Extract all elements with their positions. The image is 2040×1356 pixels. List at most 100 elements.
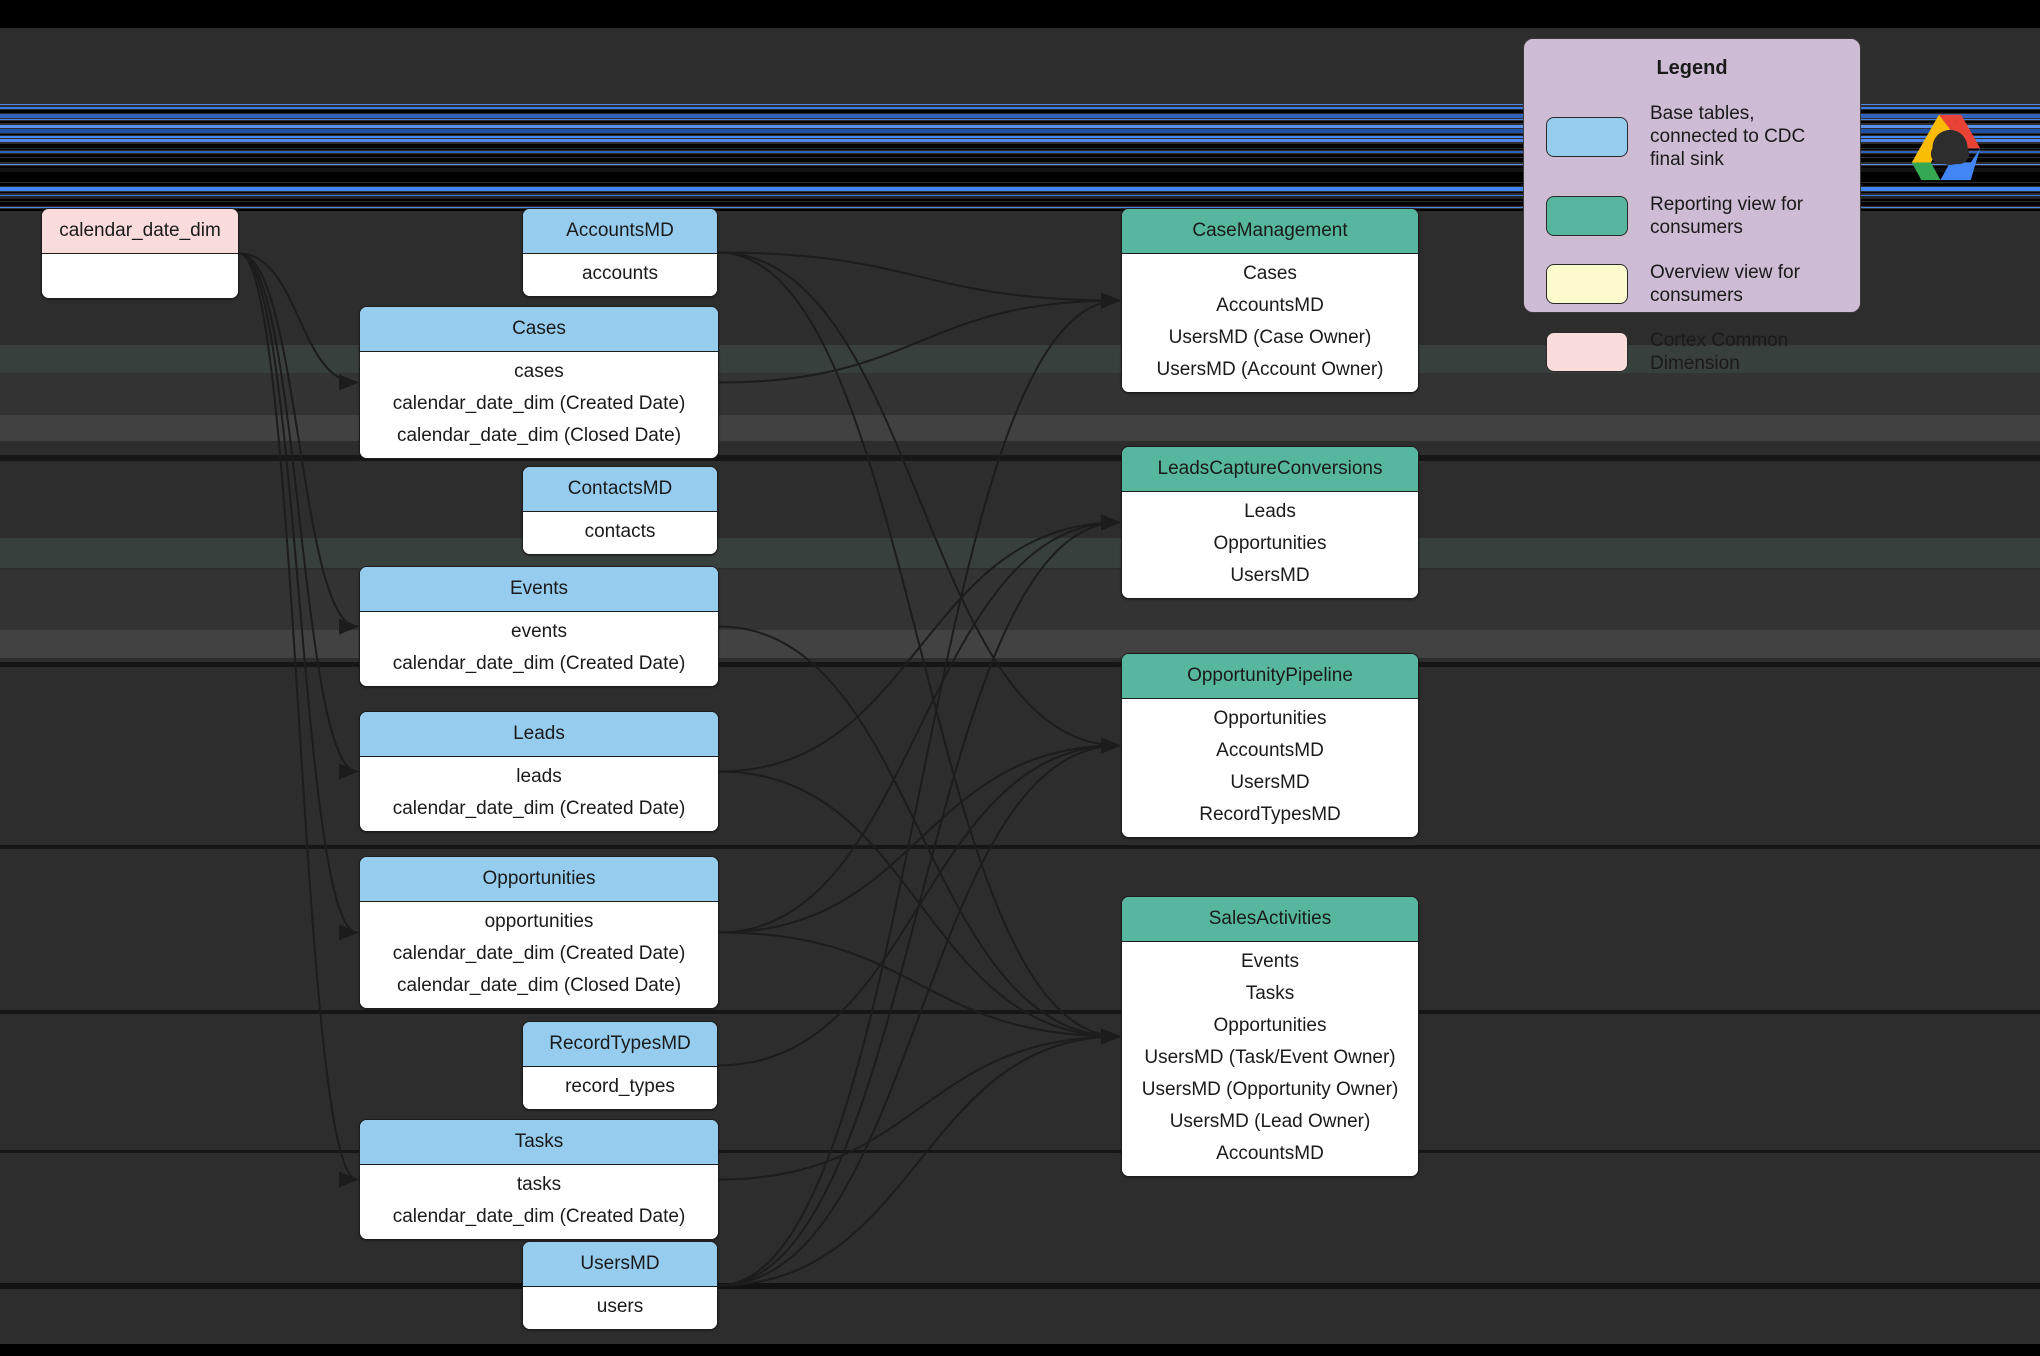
legend-swatch	[1546, 332, 1628, 372]
artifact-band	[0, 209, 2040, 211]
node-row: AccountsMD	[1216, 740, 1324, 761]
legend-swatch	[1546, 196, 1628, 236]
artifact-band	[0, 121, 2040, 123]
legend-item: Reporting view for consumers	[1546, 193, 1838, 239]
node-calendar_date_dim[interactable]: calendar_date_dim	[41, 208, 239, 299]
node-rows: accounts	[523, 254, 717, 296]
artifact-band	[0, 136, 2040, 138]
node-row: accounts	[581, 263, 659, 284]
legend-swatch	[1546, 264, 1628, 304]
node-row: AccountsMD	[1216, 1143, 1324, 1164]
node-contactsmd[interactable]: ContactsMD contacts	[522, 466, 718, 555]
node-rows: users	[523, 1287, 717, 1329]
artifact-band	[0, 144, 2040, 148]
node-row: opportunities	[484, 911, 594, 932]
node-row: UsersMD (Lead Owner)	[1169, 1111, 1371, 1132]
node-title: CaseManagement	[1122, 209, 1418, 254]
artifact-band	[0, 187, 2040, 191]
artifact-band	[0, 1010, 2040, 1014]
artifact-band	[0, 168, 2040, 172]
node-title: ContactsMD	[523, 467, 717, 512]
node-row: RecordTypesMD	[1199, 804, 1341, 825]
artifact-band	[0, 110, 2040, 113]
node-row: UsersMD (Case Owner)	[1168, 327, 1372, 348]
artifact-band	[0, 158, 2040, 162]
legend-swatch	[1546, 116, 1628, 157]
node-title: UsersMD	[523, 1242, 717, 1287]
node-row: Tasks	[1245, 983, 1295, 1004]
node-title: Cases	[360, 307, 718, 352]
artifact-band	[0, 1283, 2040, 1289]
node-row: UsersMD	[1230, 772, 1310, 793]
node-row: calendar_date_dim (Created Date)	[392, 943, 686, 964]
node-row: Cases	[1243, 263, 1297, 284]
bottom-black-band	[0, 1344, 2040, 1356]
edge-usersmd-to-opportunitypipeline	[717, 737, 1121, 1287]
node-row: calendar_date_dim (Created Date)	[392, 393, 686, 414]
artifact-band	[0, 207, 2040, 208]
node-title: LeadsCaptureConversions	[1122, 447, 1418, 492]
node-row: cases	[514, 361, 564, 382]
node-row: calendar_date_dim (Closed Date)	[396, 425, 682, 446]
artifact-band	[0, 104, 2040, 105]
artifact-band	[0, 134, 2040, 135]
node-row: UsersMD	[1230, 565, 1310, 586]
node-row	[42, 258, 238, 288]
node-row: UsersMD (Account Owner)	[1156, 359, 1384, 380]
node-title: RecordTypesMD	[523, 1022, 717, 1067]
node-title: Leads	[360, 712, 718, 757]
node-row: contacts	[584, 521, 656, 542]
edge-leads-to-salesactivities	[718, 770, 1121, 1045]
node-rows: record_types	[523, 1067, 717, 1109]
artifact-band	[0, 202, 2040, 206]
node-title: Events	[360, 567, 718, 612]
edge-opportunities-to-salesactivities	[718, 931, 1121, 1045]
node-row: calendar_date_dim (Created Date)	[392, 1206, 686, 1227]
node-row: Leads	[1244, 501, 1296, 522]
node-title: SalesActivities	[1122, 897, 1418, 942]
node-row: tasks	[516, 1174, 562, 1195]
node-rows: contacts	[523, 512, 717, 554]
edge-opportunities-to-opportunitypipeline	[718, 737, 1121, 934]
node-rows	[42, 254, 238, 298]
node-rows: opportunities calendar_date_dim (Created …	[360, 902, 718, 1008]
node-row: Events	[1240, 951, 1300, 972]
artifact-band	[0, 139, 2040, 142]
artifact-band	[0, 125, 2040, 128]
legend-label: Reporting view for consumers	[1650, 194, 1804, 238]
node-row: events	[511, 621, 567, 642]
google-cloud-logo	[1911, 114, 1981, 181]
artifact-band	[0, 415, 2040, 441]
artifact-band	[0, 149, 2040, 150]
edge-usersmd-to-salesactivities	[717, 1028, 1121, 1287]
artifact-band	[0, 455, 2040, 461]
artifact-band	[0, 845, 2040, 849]
node-cases[interactable]: Cases cases calendar_date_dim (Created Dat…	[359, 306, 719, 459]
legend-label: Cortex Common Dimension	[1650, 330, 1789, 374]
artifact-band	[0, 129, 2040, 133]
artifact-band	[0, 570, 2040, 630]
edge-events-to-salesactivities	[718, 625, 1121, 1045]
node-row: UsersMD (Opportunity Owner)	[1141, 1079, 1399, 1100]
artifact-band	[0, 196, 2040, 199]
node-row: Opportunities	[1213, 1015, 1327, 1036]
node-title: OpportunityPipeline	[1122, 654, 1418, 699]
node-row: Opportunities	[1213, 708, 1327, 729]
node-row: calendar_date_dim (Created Date)	[392, 798, 686, 819]
artifact-band	[0, 662, 2040, 667]
